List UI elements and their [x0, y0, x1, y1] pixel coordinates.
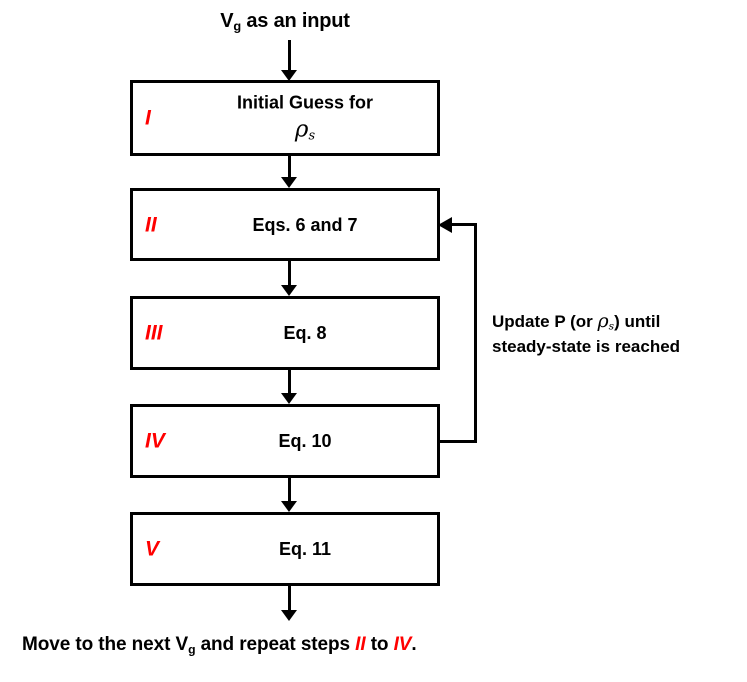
step-numeral-5: V [145, 537, 160, 561]
step-label-4: Eq. 10 [278, 430, 332, 451]
arrowhead-3-to-4 [281, 393, 297, 404]
connector-1-to-2 [288, 156, 291, 178]
step-label-5: Eq. 11 [278, 538, 332, 559]
connector-3-to-4 [288, 370, 291, 393]
step-numeral-4: IV [145, 429, 165, 453]
connector-4-to-5 [288, 478, 291, 501]
step-numeral-1: I [145, 106, 151, 130]
feedback-note-line1-post: ) until [614, 312, 661, 331]
arrowhead-4-to-5 [281, 501, 297, 512]
input-label-subscript: g [233, 18, 242, 34]
process-box-1[interactable]: I Initial Guess for ρs [130, 80, 440, 156]
connector-output [288, 586, 291, 612]
arrowhead-output [281, 610, 297, 621]
feedback-note-line1-pre: Update P (or [492, 312, 598, 331]
rho-subscript-note: s [608, 319, 615, 333]
footer-part2: and repeat steps [195, 634, 356, 655]
step-label-1-line1: Initial Guess for [236, 92, 374, 113]
step-label-2: Eqs. 6 and 7 [252, 214, 358, 235]
arrowhead-2-to-3 [281, 285, 297, 296]
step-label-3: Eq. 8 [283, 322, 327, 343]
feedback-line-riser [474, 223, 477, 443]
step-numeral-3: III [145, 321, 163, 345]
arrowhead-input [281, 70, 297, 81]
feedback-line-bottom [437, 440, 477, 443]
feedback-line-top [452, 223, 477, 226]
feedback-arrowhead-icon [438, 217, 452, 233]
footer-subscript: g [188, 642, 196, 657]
connector-input [288, 40, 291, 72]
input-label-suffix: as an input [241, 10, 350, 32]
input-label-prefix: V [220, 10, 234, 32]
connector-2-to-3 [288, 261, 291, 285]
footer-part3: to [365, 634, 394, 655]
step-numeral-2: II [145, 213, 157, 236]
step-label-1: Initial Guess for ρs [181, 91, 429, 146]
arrowhead-1-to-2 [281, 177, 297, 188]
rho-subscript-1: s [308, 128, 316, 144]
footer-numeral-to: IV [393, 634, 412, 655]
process-box-2[interactable]: II Eqs. 6 and 7 [130, 188, 440, 261]
feedback-note: Update P (or ρs) until steady-state is r… [492, 308, 742, 359]
footer-part1: Move to the next V [22, 634, 189, 655]
footer-part4: . [411, 634, 417, 655]
footer-caption: Move to the next Vg and repeat steps II … [22, 634, 417, 656]
process-box-5[interactable]: V Eq. 11 [130, 512, 440, 586]
rho-glyph-1: ρ [294, 116, 309, 143]
process-box-4[interactable]: IV Eq. 10 [130, 404, 440, 478]
input-label: Vg as an input [130, 10, 440, 34]
rho-symbol-note: ρs [597, 310, 614, 332]
footer-numeral-from: II [355, 634, 366, 655]
rho-symbol-1: ρs [294, 116, 316, 144]
feedback-note-line2: steady-state is reached [492, 336, 681, 356]
process-box-3[interactable]: III Eq. 8 [130, 296, 440, 370]
rho-glyph-note: ρ [597, 310, 609, 332]
